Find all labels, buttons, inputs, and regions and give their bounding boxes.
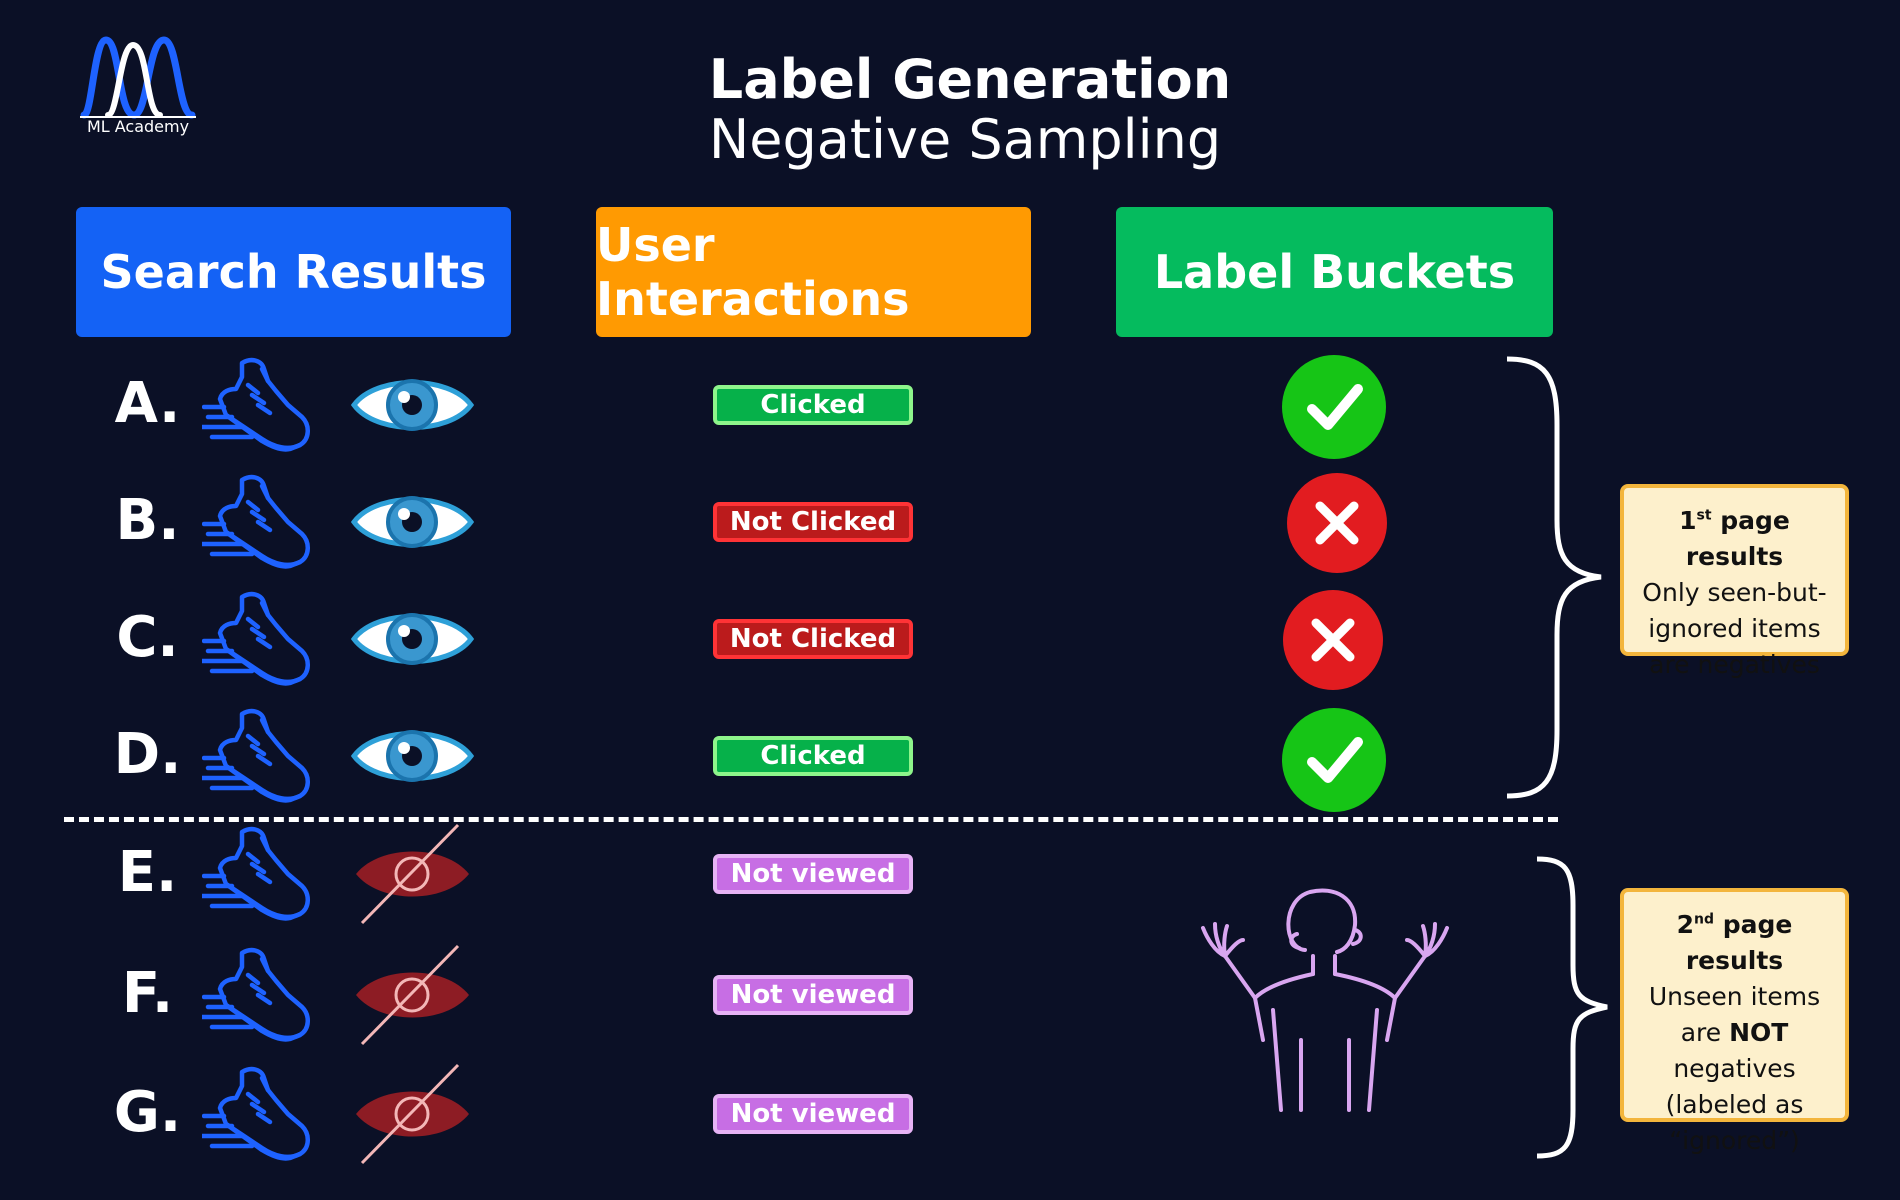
logo-text: ML Academy [86, 117, 190, 136]
check-icon [1307, 384, 1363, 430]
first-page-note-line3: are negatives [1649, 650, 1820, 680]
cross-icon [1315, 501, 1359, 545]
interaction-badge-g: Not viewed [713, 1094, 913, 1134]
eye-icon [350, 365, 475, 445]
interaction-badge-b: Not Clicked [713, 502, 913, 542]
check-icon [1307, 737, 1363, 783]
first-page-note-line2: ignored items [1648, 614, 1821, 644]
shoe-icon [199, 472, 317, 572]
row-letter-e: E. [117, 840, 178, 905]
row-letter-a: A. [114, 371, 181, 436]
interaction-badge-f: Not viewed [713, 975, 913, 1015]
shoe-icon [199, 1064, 317, 1164]
positive-badge-d [1282, 708, 1386, 812]
shoe-icon [199, 945, 317, 1045]
eye-slash-icon [350, 819, 475, 929]
positive-badge-a [1282, 355, 1386, 459]
interaction-badge-c: Not Clicked [713, 619, 913, 659]
row-letter-g: G. [113, 1080, 182, 1145]
shoe-icon [199, 589, 317, 689]
shoe-icon [199, 706, 317, 806]
second-page-note-line5: “ignored”) [1669, 1126, 1800, 1156]
shoe-icon [199, 824, 317, 924]
eye-icon [350, 482, 475, 562]
row-letter-f: F. [121, 961, 174, 1026]
page-divider [64, 817, 1558, 822]
interaction-badge-e: Not viewed [713, 854, 913, 894]
eye-slash-icon [350, 1059, 475, 1169]
second-page-note-line2: are NOT [1680, 1018, 1789, 1048]
page-subtitle: Negative Sampling [708, 108, 1222, 171]
second-page-note-line3: negatives [1673, 1054, 1796, 1084]
row-letter-c: C. [116, 605, 179, 670]
second-page-note-line1: Unseen items [1648, 982, 1821, 1012]
label-buckets-header: Label Buckets [1116, 207, 1553, 337]
cross-icon [1311, 618, 1355, 662]
page-title: Label Generation [708, 48, 1232, 111]
eye-icon [350, 599, 475, 679]
search-results-header: Search Results [76, 207, 511, 337]
second-page-note-line4: (labeled as [1665, 1090, 1804, 1120]
user-interactions-header: User Interactions [596, 207, 1031, 337]
shoe-icon [199, 355, 317, 455]
shrug-person-icon [1201, 888, 1449, 1112]
first-page-note: 1st page results Only seen-but- ignored … [1620, 484, 1849, 679]
second-page-brace [1536, 856, 1608, 1159]
row-letter-d: D. [113, 722, 182, 787]
eye-icon [350, 716, 475, 796]
negative-badge-c [1283, 590, 1383, 690]
first-page-note-title: 1st page results [1679, 506, 1790, 572]
row-letter-b: B. [115, 488, 180, 553]
second-page-note: 2nd page results Unseen items are NOT ne… [1620, 888, 1849, 1155]
second-page-note-title: 2nd page results [1676, 910, 1793, 976]
ml-academy-logo [80, 36, 196, 119]
eye-slash-icon [350, 940, 475, 1050]
first-page-note-line1: Only seen-but- [1642, 578, 1827, 608]
interaction-badge-d: Clicked [713, 736, 913, 776]
first-page-brace [1506, 356, 1602, 799]
negative-badge-b [1287, 473, 1387, 573]
interaction-badge-a: Clicked [713, 385, 913, 425]
